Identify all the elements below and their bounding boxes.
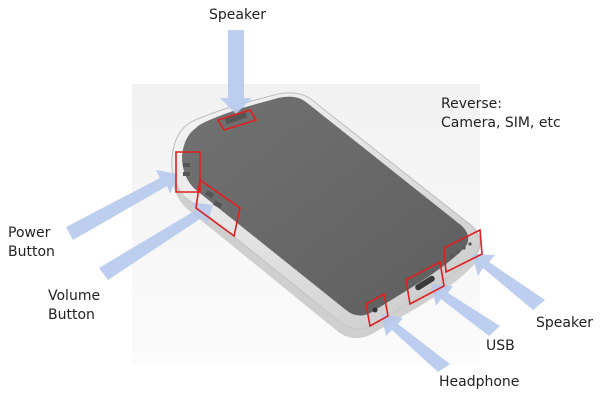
port-details: [183, 112, 472, 313]
highlight-speaker-top: [216, 109, 258, 131]
reverse-line1: Reverse:: [441, 96, 502, 112]
arrow-speaker-top: [220, 30, 252, 114]
label-reverse: Reverse: Camera, SIM, etc: [441, 95, 561, 133]
speaker-bottom-text: Speaker: [536, 315, 593, 331]
label-power-button: Power Button: [8, 224, 55, 262]
highlight-speaker-bottom: [443, 228, 483, 274]
arrow-volume: [99, 202, 213, 280]
highlight-usb: [405, 260, 445, 306]
speaker-top-text: Speaker: [209, 7, 266, 23]
power-line2: Button: [8, 244, 55, 260]
power-line1: Power: [8, 225, 51, 241]
arrow-headphone: [381, 314, 450, 372]
label-speaker-bottom: Speaker: [536, 314, 593, 333]
reverse-line2: Camera, SIM, etc: [441, 115, 561, 131]
highlight-volume: [195, 178, 241, 238]
highlight-power: [175, 151, 201, 193]
phone-screen: [182, 96, 469, 316]
label-usb: USB: [486, 337, 515, 356]
label-volume-button: Volume Button: [48, 287, 100, 325]
volume-line1: Volume: [48, 288, 101, 304]
arrow-power: [66, 170, 178, 240]
pointer-arrows: [66, 30, 545, 372]
highlight-headphone: [365, 292, 389, 328]
label-speaker-top: Speaker: [209, 6, 266, 25]
arrow-speaker-bottom: [472, 254, 545, 310]
usb-text: USB: [486, 338, 515, 354]
arrow-usb: [431, 284, 500, 336]
volume-line2: Button: [48, 307, 95, 323]
headphone-text: Headphone: [439, 374, 520, 390]
label-headphone: Headphone: [439, 373, 519, 392]
highlight-boxes: [175, 109, 483, 328]
